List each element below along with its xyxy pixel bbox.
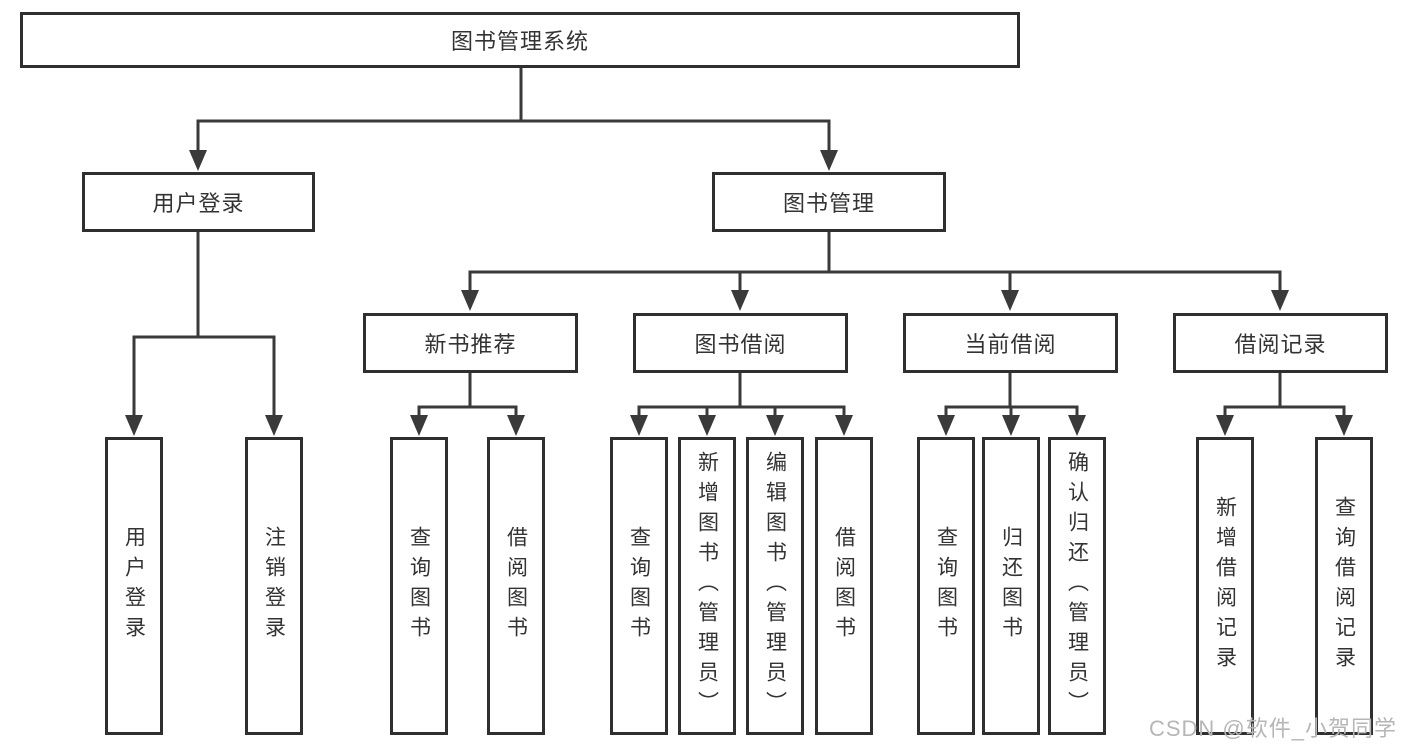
node-label: 用户登录 — [122, 526, 146, 646]
connector-borrowing-records-to-leaves — [1216, 373, 1353, 436]
node-label: 查询图书 — [934, 526, 958, 646]
node-label: 查询图书 — [627, 526, 651, 646]
leaf-borrow-books-recommend: 借阅图书 — [487, 437, 545, 735]
node-label: 确认归还（管理员） — [1065, 451, 1089, 721]
node-label: 当前借阅 — [964, 332, 1057, 357]
leaf-query-books-recommend: 查询图书 — [390, 437, 448, 735]
node-label: 新书推荐 — [424, 332, 517, 357]
node-label: 借阅图书 — [832, 526, 856, 646]
leaf-edit-book-admin: 编辑图书（管理员） — [746, 437, 804, 735]
leaf-query-books-current: 查询图书 — [917, 437, 975, 735]
node-label: 借阅记录 — [1234, 332, 1327, 357]
leaf-add-borrow-record: 新增借阅记录 — [1196, 437, 1254, 735]
leaf-query-books-borrowing: 查询图书 — [610, 437, 668, 735]
node-book-borrowing: 图书借阅 — [633, 313, 848, 373]
leaf-query-borrow-record: 查询借阅记录 — [1315, 437, 1373, 735]
node-label: 借阅图书 — [504, 526, 528, 646]
leaf-borrow-books-borrowing: 借阅图书 — [815, 437, 873, 735]
connector-new-book-recommend-to-leaves — [410, 373, 525, 436]
node-new-book-recommend: 新书推荐 — [363, 313, 578, 373]
node-label: 新增借阅记录 — [1213, 496, 1237, 676]
leaf-confirm-return-admin: 确认归还（管理员） — [1048, 437, 1106, 735]
node-label: 图书管理 — [782, 191, 875, 216]
leaf-logout: 注销登录 — [245, 437, 303, 735]
node-label: 归还图书 — [999, 526, 1023, 646]
leaf-add-book-admin: 新增图书（管理员） — [678, 437, 736, 735]
leaf-user-login: 用户登录 — [105, 437, 163, 735]
node-label: 图书借阅 — [694, 332, 787, 357]
connector-current-borrowing-to-leaves — [937, 373, 1086, 436]
connector-book-borrowing-to-leaves — [630, 373, 853, 436]
connector-user-login-to-leaves — [125, 232, 283, 436]
node-library-system: 图书管理系统 — [20, 12, 1020, 68]
node-book-management: 图书管理 — [712, 172, 946, 232]
connector-book-management-to-level3 — [461, 232, 1289, 311]
leaf-return-books: 归还图书 — [982, 437, 1040, 735]
node-label: 用户登录 — [152, 191, 245, 216]
node-current-borrowing: 当前借阅 — [903, 313, 1118, 373]
csdn-watermark: CSDN @软件_小贺同学 — [1148, 716, 1397, 741]
node-label: 图书管理系统 — [450, 29, 589, 54]
node-borrowing-records: 借阅记录 — [1173, 313, 1388, 373]
node-label: 注销登录 — [262, 526, 286, 646]
node-label: 新增图书（管理员） — [695, 451, 719, 721]
node-label: 编辑图书（管理员） — [763, 451, 787, 721]
node-label: 查询借阅记录 — [1332, 496, 1356, 676]
node-label: 查询图书 — [407, 526, 431, 646]
connector-root-to-level2 — [189, 68, 838, 171]
node-user-login: 用户登录 — [82, 172, 315, 232]
